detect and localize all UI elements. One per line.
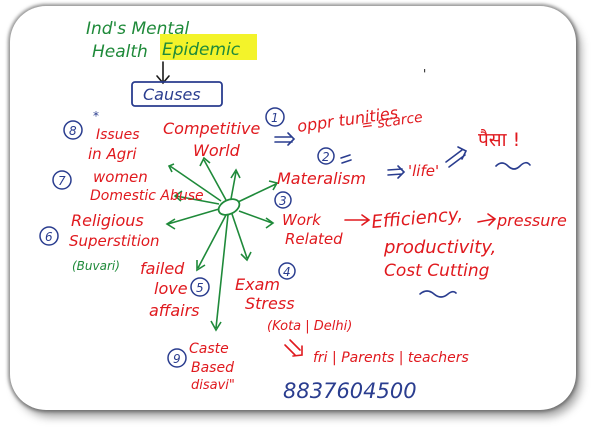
causes-box: [131, 81, 223, 107]
branch-love: [196, 214, 227, 272]
note-pressure: pressure: [496, 211, 567, 230]
cause-number: 4: [283, 265, 291, 279]
cause-label: Religious: [71, 211, 144, 230]
title-line-2-health: Health: [92, 42, 148, 62]
arrow: [344, 214, 371, 226]
note-tick: ': [423, 67, 426, 81]
note-paisa: पैसा !: [478, 128, 520, 151]
cause-label: Exam: [235, 275, 280, 294]
note-phone: 8837604500: [283, 379, 417, 403]
central-node: [217, 198, 241, 216]
cause-label: women: [93, 168, 148, 186]
equals-marks: [340, 154, 352, 164]
note-parents: fri | Parents | teachers: [313, 350, 469, 366]
note-kota-delhi: (Kota | Delhi): [267, 319, 352, 334]
cause-label: Superstition: [69, 232, 160, 250]
cause-label: Related: [285, 230, 343, 248]
note-life: 'life': [408, 162, 439, 180]
cause-label: Based: [191, 360, 234, 376]
cause-label: Domestic Abuse: [90, 188, 204, 204]
cause-label: Stress: [245, 294, 295, 313]
note-efficiency: Efficiency,: [371, 204, 464, 233]
causes-label: Causes: [143, 85, 201, 104]
squiggle: [419, 290, 457, 298]
cause-number-circle: [265, 107, 285, 127]
cause-number: 8: [69, 124, 77, 138]
cause-number-circle: [317, 147, 335, 165]
cause-number-circle: [39, 226, 59, 246]
cause-number: 6: [45, 230, 53, 244]
cause-number: 7: [58, 174, 66, 188]
arrow: [274, 132, 296, 146]
branch-exam: [231, 213, 252, 262]
cause-label: in Agri: [88, 145, 137, 163]
branch-competitive: [199, 156, 227, 201]
arrow: [477, 213, 497, 226]
cause-number-circle: [190, 277, 210, 297]
cause-number: 5: [196, 281, 204, 295]
title-line-2-epidemic: Epidemic: [162, 40, 241, 60]
cause-number: 2: [322, 150, 330, 164]
star-mark: *: [93, 109, 99, 123]
cause-number-circle: [52, 170, 72, 190]
cause-label: Materalism: [277, 169, 366, 188]
cause-number-circle: [63, 120, 83, 140]
cause-label: World: [193, 141, 241, 160]
branch-work: [238, 210, 275, 229]
arrow: [387, 165, 406, 179]
branch-top: [230, 168, 241, 200]
cause-number: 9: [173, 352, 181, 366]
highlight-mark: [160, 34, 257, 60]
down-arrow-to-causes: [156, 61, 170, 85]
cause-number: 1: [271, 111, 279, 125]
branch-women: [173, 190, 220, 205]
cause-number: 3: [279, 194, 287, 208]
cause-label: Competitive: [163, 119, 260, 138]
cause-label: Caste: [189, 341, 229, 357]
squiggle: [495, 161, 531, 170]
arrow: [445, 146, 468, 168]
cause-number-circle: [167, 348, 187, 368]
note-productivity: productivity,: [383, 237, 496, 258]
arrow: [284, 339, 303, 357]
branch-caste: [210, 214, 229, 332]
branch-agri: [167, 163, 222, 202]
cause-label: failed: [140, 259, 185, 278]
cause-label: Issues: [96, 127, 140, 143]
branch-materialism: [237, 180, 279, 203]
cause-label: love: [154, 279, 188, 298]
cause-label: disavi": [191, 378, 235, 393]
cause-label: affairs: [149, 301, 200, 320]
branch-religion: [165, 208, 220, 230]
cause-number-circle: [274, 191, 292, 209]
cause-label: Work: [282, 211, 322, 229]
note-cost-cutting: Cost Cutting: [384, 261, 490, 281]
cause-number-circle: [278, 262, 296, 280]
note-buvari: (Buvari): [72, 259, 120, 273]
